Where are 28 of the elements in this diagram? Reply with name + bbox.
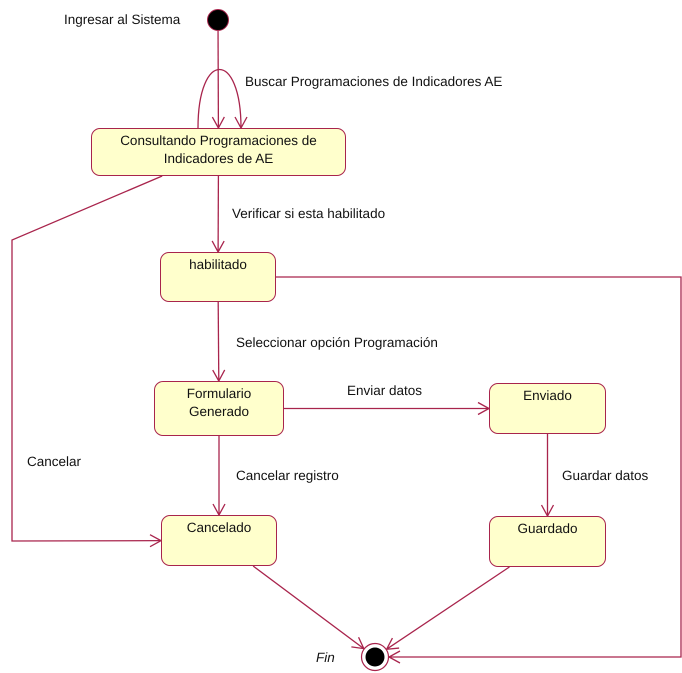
initial-state [207, 9, 229, 31]
state-label: Ingresar al Sistema [64, 12, 180, 27]
transition-arrow [386, 566, 510, 650]
transition-arrow [197, 69, 248, 129]
state-box: Formulario Generado [154, 381, 284, 436]
state-box: Cancelado [161, 515, 277, 566]
edge-label: Verificar si esta habilitado [232, 206, 386, 221]
state-label: Fin [316, 650, 335, 665]
state-box: Consultando Programaciones de Indicadores de AE [91, 128, 346, 176]
edge-label: Cancelar [27, 454, 82, 469]
transition-arrow [212, 302, 226, 382]
edge-label: Cancelar registro [236, 468, 339, 483]
transition-arrow [284, 402, 490, 416]
edge-label: Guardar datos [562, 468, 648, 483]
transition-arrow [212, 436, 226, 516]
transition-arrow [212, 31, 226, 129]
final-state [361, 643, 389, 671]
state-box: Guardado [489, 516, 606, 567]
transition-arrow [540, 434, 554, 517]
edge-label: Buscar Programaciones de Indicadores AE [245, 74, 502, 89]
transition-arrow [276, 276, 682, 664]
state-box: habilitado [160, 252, 276, 302]
transition-arrow [212, 176, 225, 253]
transition-arrow [252, 565, 364, 650]
edge-label: Enviar datos [347, 383, 422, 398]
edge-label: Seleccionar opción Programación [236, 335, 438, 350]
state-box: Enviado [489, 383, 606, 434]
transition-arrow [11, 175, 162, 548]
